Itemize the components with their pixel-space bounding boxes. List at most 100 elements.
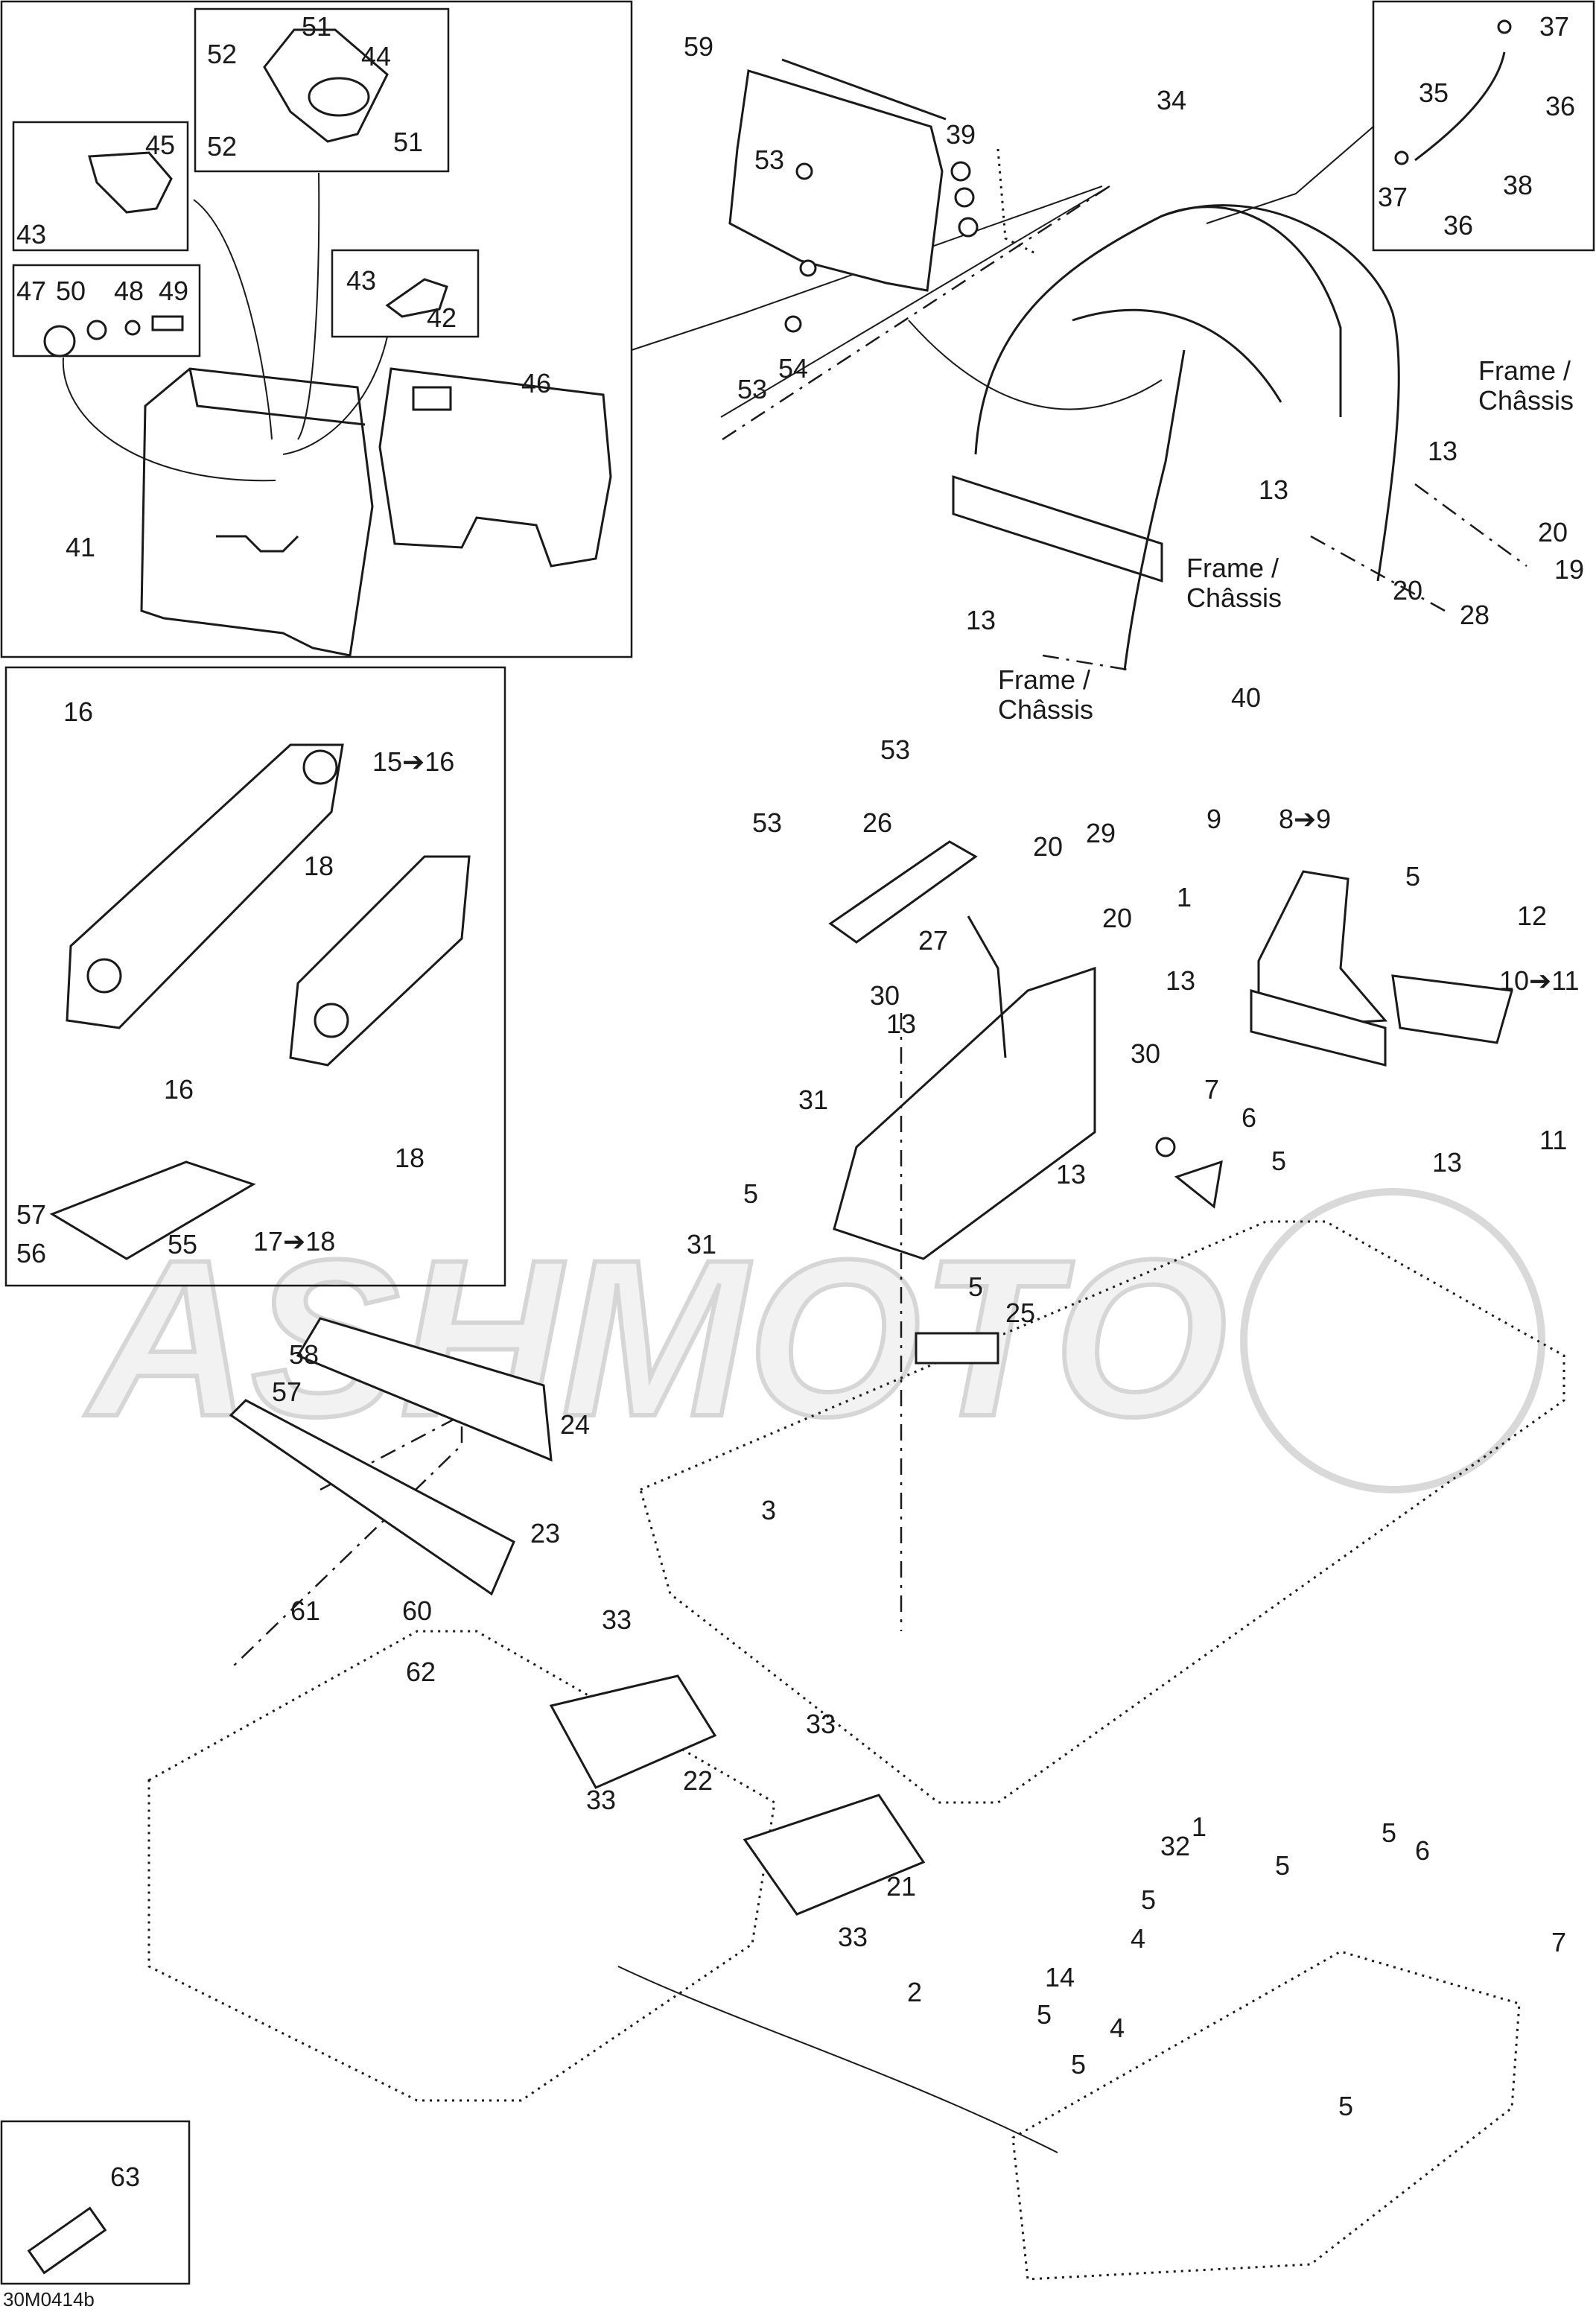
diagram-code: 30M0414b [3,2288,95,2311]
callout-28: 28 [1460,600,1490,630]
roll-cage-34-right-hoop [1161,204,1400,582]
callout-24: 24 [560,1409,590,1440]
callout-46: 46 [521,368,551,398]
bracket-44-hole [308,77,370,117]
washer-54a [799,259,817,277]
callout-13a: 13 [1428,436,1457,466]
nut-39a [950,161,971,182]
cage-bolt-line-2 [1414,483,1527,568]
frame-label-2-line1: Frame / [1186,553,1279,583]
inset-side-panels-box [4,666,506,1287]
callout-18b: 18 [395,1143,425,1173]
frame-labels: Frame / Châssis Frame / Châssis Frame / … [998,355,1574,725]
callout-20a: 20 [1538,517,1568,547]
roll-cage-group [908,204,1527,672]
chassis-main [639,1220,1565,1804]
callout-5f: 5 [1275,1850,1290,1881]
inset-clip-box [331,249,480,338]
cover-10 [1391,974,1513,1044]
callout-5i: 5 [1071,2049,1086,2080]
callout-16a: 16 [63,696,93,727]
side-panel-17-hole [314,1003,349,1038]
bolt-53-top [795,162,813,180]
watermark-wheel [1240,1188,1545,1493]
cover-8-base [1250,989,1387,1067]
callout-20b: 20 [1393,575,1422,606]
callout-5e: 5 [1382,1817,1396,1848]
callout-13c: 13 [966,605,996,635]
panel-arrow-4 [282,336,388,455]
callout-54: 54 [778,353,808,384]
callout-5g: 5 [1141,1884,1156,1915]
callout-56: 56 [16,1238,46,1268]
callout-26: 26 [862,807,892,838]
cover-26 [828,840,978,944]
callout-5a: 5 [1405,861,1420,892]
callout-labels: 1 1 2 3 4 4 5 5 5 5 5 5 5 5 5 5 6 6 7 7 … [16,11,1584,2192]
callout-1: 1 [1177,882,1192,912]
callout-52a: 52 [207,39,237,69]
inset-link-line [631,185,1103,351]
tube-25 [915,1332,999,1365]
callout-5b: 5 [1271,1146,1286,1176]
callout-37b: 37 [1378,182,1408,212]
tray-23 [229,1399,515,1596]
inset-panel-box [0,0,633,658]
roll-cage-34-left-hoop [974,206,1342,455]
callout-47: 47 [16,276,46,306]
callout-36a: 36 [1545,91,1575,121]
rear-frame-dotted [996,148,1036,255]
callout-43a: 43 [346,265,376,296]
callout-38: 38 [1503,170,1533,200]
callout-44: 44 [361,41,391,72]
roll-cage-34-crossbar [1072,308,1282,403]
callout-61: 61 [290,1595,320,1626]
side-panels-group [49,743,471,1260]
frame-label-1-line2: Châssis [1478,385,1574,416]
callout-45: 45 [145,130,175,160]
shield-22 [549,1674,717,1789]
shield-21 [743,1794,926,1916]
bulkhead-assembly [833,966,1096,1260]
frame-label-1-line1: Frame / [1478,355,1571,386]
callout-42: 42 [427,302,457,333]
nut-39b [954,187,975,208]
panel-arrow-3 [297,172,320,440]
callout-33c: 33 [806,1709,836,1739]
grab-handle-35 [1414,51,1506,162]
panel-41-cutout [216,535,299,553]
callout-40: 40 [1231,682,1261,713]
callout-27: 27 [918,925,948,956]
callout-4b: 4 [1110,2013,1125,2043]
callout-31a: 31 [798,1084,828,1115]
inset-link-line-2 [720,185,1110,418]
callout-15: 15➔16 [372,746,454,777]
front-link-arrow [617,1966,1058,2153]
callout-58: 58 [289,1339,319,1370]
callout-10: 10➔11 [1499,965,1580,996]
callout-21: 21 [886,1871,916,1902]
side-panel-15 [66,743,344,1029]
callout-33a: 33 [602,1604,632,1635]
rear-panel [728,69,944,292]
callout-11: 11 [1539,1125,1567,1155]
center-parts-group [828,840,1223,1260]
callout-35: 35 [1419,77,1449,108]
callout-23: 23 [530,1518,560,1549]
front-parts-group [27,1317,999,2275]
callout-53a: 53 [754,144,784,175]
callout-9: 9 [1206,804,1221,834]
cage-bolt-line-3 [1310,535,1446,612]
chassis-group [147,1013,1565,2281]
callout-59: 59 [684,31,713,62]
callout-5d: 5 [968,1271,983,1302]
callout-53c: 53 [880,734,910,765]
bracket-27 [967,915,1007,1058]
callout-8: 8➔9 [1279,804,1331,834]
callout-13f: 13 [1056,1159,1086,1190]
rear-panel-group [722,58,1110,441]
callout-62: 62 [406,1657,436,1687]
washer-50 [86,320,107,340]
